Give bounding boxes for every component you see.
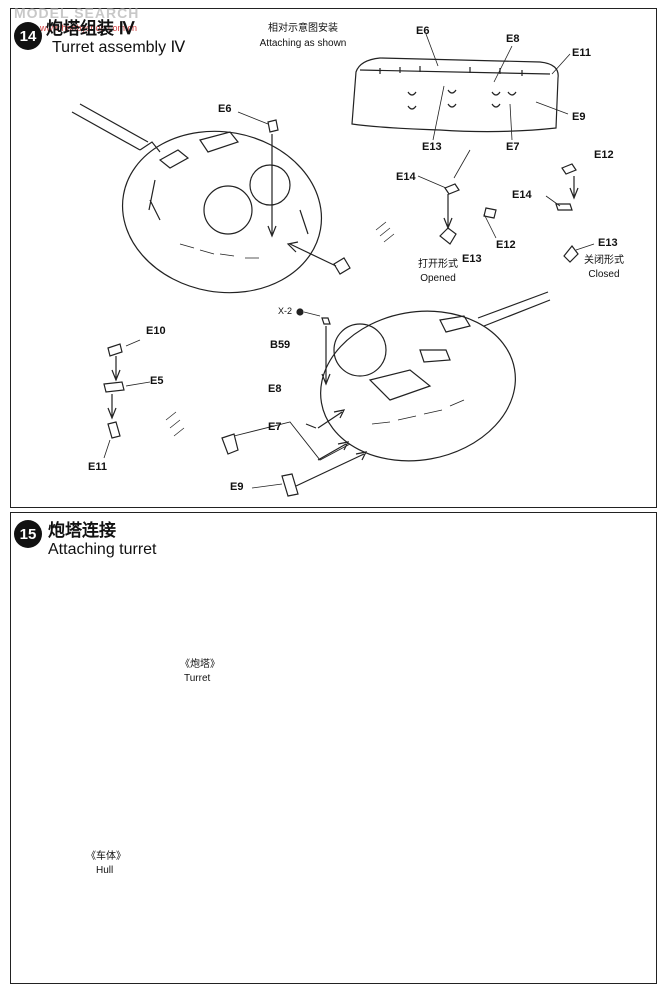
- arrow-b59: [321, 326, 331, 386]
- label-e11: E11: [88, 461, 107, 473]
- hull-label-en: Hull: [96, 865, 114, 876]
- watermark-brand: MODEL SEARCH: [14, 5, 140, 21]
- arrow-opened: [443, 194, 453, 230]
- step-14-badge: 14: [14, 22, 42, 50]
- label-x2: X-2: [278, 306, 293, 316]
- label-e8-plate: E8: [506, 33, 520, 45]
- watermark-site: www.hobbyshop.com.cn: [40, 23, 138, 33]
- part-e10: [107, 343, 123, 357]
- turret-1: [121, 130, 323, 294]
- label-e14-closed: E14: [512, 189, 532, 201]
- attach-note-zh: 相对示意图安装: [268, 23, 338, 34]
- part-e7: [221, 433, 239, 455]
- label-b59: B59: [270, 339, 291, 351]
- gun-barrel-2: [477, 291, 551, 327]
- label-e6-plate: E6: [416, 25, 430, 37]
- arrow-e8: [317, 409, 346, 429]
- step-15-panel: [10, 512, 657, 984]
- label-e13-plate: E13: [422, 141, 442, 153]
- stowage-plate-e9: [351, 57, 559, 133]
- label-e14-opened: E14: [396, 171, 416, 183]
- arrow-e13-1: [286, 241, 337, 267]
- step-14-title-zh: 炮塔组装 Ⅳ: [46, 19, 135, 38]
- step-14-title-en: Turret assembly Ⅳ: [52, 39, 186, 56]
- label-e7-plate: E7: [506, 141, 520, 153]
- label-e12-opened: E12: [496, 239, 516, 251]
- label-e13-closed: E13: [598, 237, 618, 249]
- gun-barrel-1: [71, 103, 149, 151]
- label-e11-plate: E11: [572, 47, 591, 59]
- closed-label-en: Closed: [588, 269, 620, 280]
- step-15-title-en: Attaching turret: [48, 541, 157, 558]
- hull-label-zh: 《车体》: [86, 851, 126, 862]
- stowage-plate-rim: [359, 69, 551, 75]
- turret-label-en: Turret: [184, 673, 211, 684]
- label-e10: E10: [146, 325, 166, 337]
- turret-2: [320, 310, 516, 462]
- label-e8: E8: [268, 383, 282, 395]
- grab-handles-1: [179, 243, 259, 259]
- step-15-badge: 15: [14, 520, 42, 548]
- part-e11: [107, 421, 121, 439]
- turret-label-zh: 《炮塔》: [180, 659, 220, 670]
- label-e13-opened: E13: [462, 253, 482, 265]
- plate-holes: [379, 66, 523, 110]
- label-e9-plate: E9: [572, 111, 586, 123]
- step-15-title-zh: 炮塔连接: [48, 521, 116, 540]
- label-e9: E9: [230, 481, 244, 493]
- arrow-closed: [569, 176, 579, 200]
- part-e6: [267, 119, 279, 133]
- hatch-ring-2: [333, 323, 387, 377]
- part-e5: [103, 381, 125, 393]
- label-e5: E5: [150, 375, 164, 387]
- step-14-panel: [10, 8, 657, 508]
- arrow-e7: [317, 441, 350, 461]
- label-e6-turret: E6: [218, 103, 232, 115]
- label-e7: E7: [268, 421, 282, 433]
- opened-label-zh: 打开形式: [418, 259, 458, 270]
- closed-label-zh: 关闭形式: [584, 255, 624, 266]
- label-e12-closed: E12: [594, 149, 614, 161]
- part-e9: [281, 473, 299, 497]
- hatch-ring-1: [203, 185, 253, 235]
- arrow-e6: [267, 134, 277, 238]
- attach-note-en: Attaching as shown: [259, 38, 347, 49]
- opened-label-en: Opened: [420, 273, 456, 284]
